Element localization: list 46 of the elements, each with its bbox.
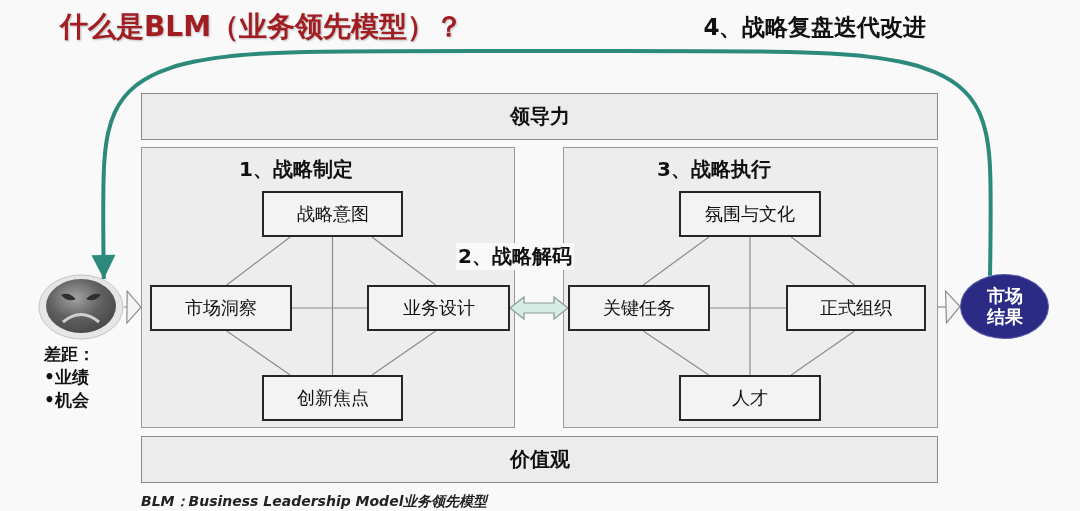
connector-line [749, 236, 751, 376]
process-box [679, 375, 821, 421]
arrow [123, 290, 142, 324]
node-label: 人才 [732, 386, 768, 410]
text-label: 2、战略解码 [456, 243, 574, 270]
process-box [262, 191, 403, 237]
connector-line [790, 330, 856, 376]
node-label: 市场洞察 [185, 296, 257, 320]
sad-face-icon [38, 274, 124, 340]
connector-line [371, 236, 437, 286]
process-box [679, 191, 821, 237]
connector-line [226, 330, 291, 376]
node-label: 关键任务 [603, 296, 675, 320]
process-box [262, 375, 403, 421]
connector-line [226, 236, 291, 286]
connector-line [790, 236, 856, 286]
title: 什么是BLM（业务领先模型）？ [60, 9, 464, 45]
beside-text: •机会 [44, 389, 90, 412]
node-label: 业务设计 [402, 296, 475, 320]
node-label: 市场结果 [985, 285, 1024, 328]
panel-heading: 3、战略执行 [657, 156, 771, 183]
horizontal-band [141, 93, 938, 140]
connector-line [371, 330, 437, 376]
panel-heading: 1、战略制定 [239, 156, 353, 183]
node-label: 氛围与文化 [705, 202, 795, 226]
node-label: 战略意图 [296, 202, 369, 226]
process-box [568, 285, 710, 331]
heading-text: 价值观 [509, 446, 570, 473]
double-arrow [509, 295, 569, 321]
connector-line [642, 236, 710, 286]
connector-line [291, 307, 368, 309]
connector-line [331, 236, 334, 376]
arrow [937, 290, 961, 324]
beside-text: 差距： [44, 343, 95, 366]
node-label: 创新焦点 [296, 386, 369, 410]
horizontal-band [141, 436, 938, 483]
connector-line [709, 307, 787, 309]
process-box [367, 285, 510, 331]
connector-line [642, 330, 710, 376]
beside-text: •业绩 [44, 366, 90, 389]
process-box [150, 285, 292, 331]
curved-arrow [91, 48, 993, 280]
caption: BLM：Business Leadership Model业务领先模型 [141, 493, 488, 511]
heading-text: 领导力 [509, 103, 570, 130]
process-box [786, 285, 926, 331]
node-label: 正式组织 [820, 296, 892, 320]
